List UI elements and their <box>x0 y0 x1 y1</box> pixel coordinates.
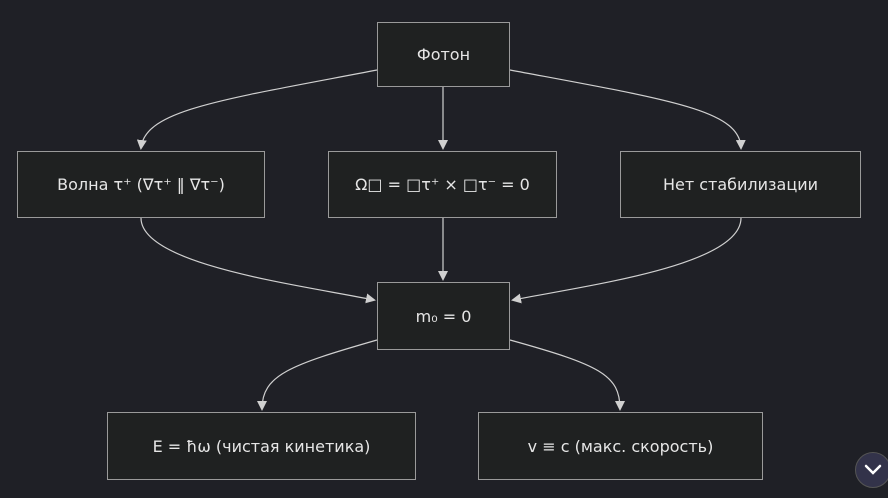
node-energy: E = ħω (чистая кинетика) <box>107 412 416 480</box>
node-label: v ≡ c (макс. скорость) <box>527 436 714 456</box>
node-speed: v ≡ c (макс. скорость) <box>478 412 763 480</box>
edge-mass-energy <box>257 339 378 411</box>
chevron-down-icon <box>864 464 882 475</box>
node-omega: Ω□ = □τ⁺ × □τ⁻ = 0 <box>328 151 557 218</box>
edge-mass-speed <box>509 339 625 411</box>
node-label: Ω□ = □τ⁺ × □τ⁻ = 0 <box>355 175 530 194</box>
node-label: Нет стабилизации <box>662 175 819 194</box>
node-label: E = ħω (чистая кинетика) <box>152 436 371 456</box>
edge-nostab-mass <box>511 217 742 304</box>
node-label: Волна τ⁺ (∇τ⁺ ‖ ∇τ⁻) <box>57 175 225 194</box>
scroll-down-button[interactable] <box>855 452 888 488</box>
node-no-stabilization: Нет стабилизации <box>620 151 861 218</box>
edge-photon-wave <box>136 69 378 150</box>
node-wave: Волна τ⁺ (∇τ⁺ ‖ ∇τ⁻) <box>17 151 265 218</box>
edge-photon-nostab <box>509 69 746 150</box>
node-photon: Фотон <box>377 22 510 87</box>
node-label: Фотон <box>416 45 471 64</box>
node-label: m₀ = 0 <box>415 306 472 326</box>
node-rest-mass: m₀ = 0 <box>377 282 510 350</box>
edge-wave-mass <box>140 217 376 304</box>
